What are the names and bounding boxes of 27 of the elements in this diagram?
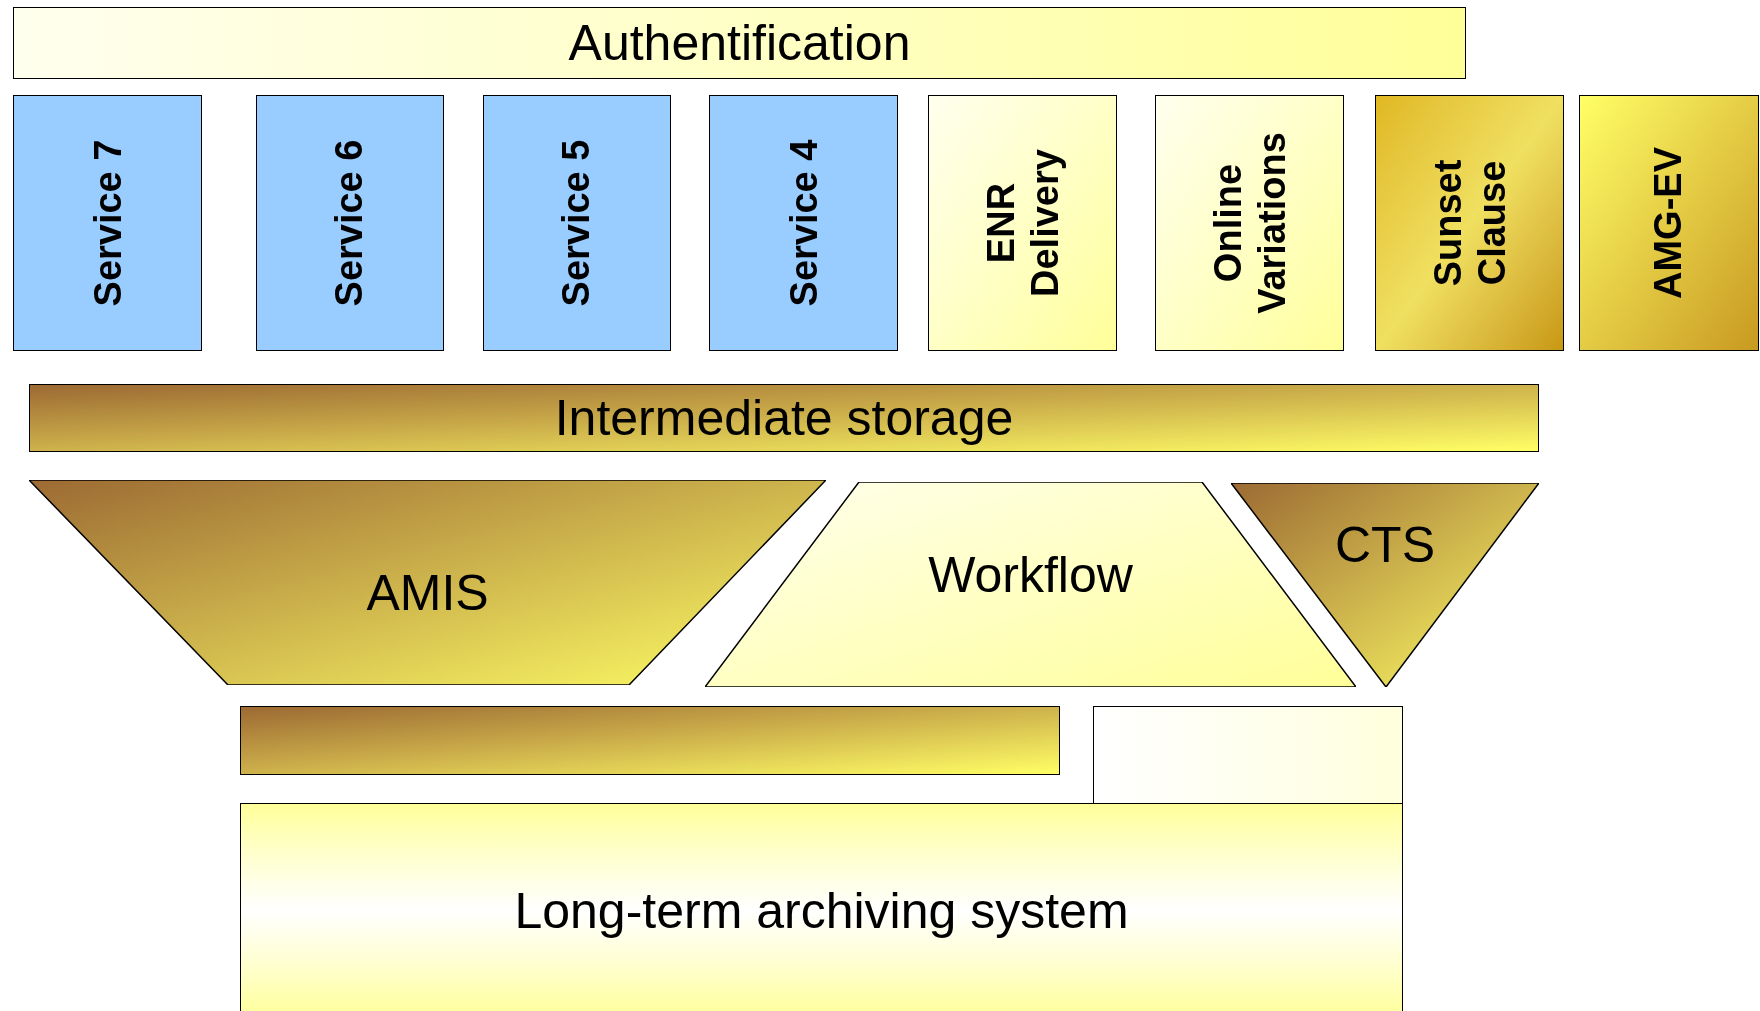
service-box (709, 95, 898, 351)
empty-box (1093, 706, 1403, 804)
node-label: AMG-EV (1647, 147, 1691, 299)
node-label: Long-term archiving system (514, 885, 1129, 936)
node-label: AMIS (366, 567, 489, 618)
node-label: ENR Delivery (978, 148, 1067, 299)
node-label: Online Variations (1205, 131, 1293, 316)
node-label: Workflow (928, 549, 1133, 600)
storage-bar (29, 384, 1539, 452)
service-box (483, 95, 671, 351)
node-label: CTS (1335, 520, 1435, 570)
service-box (13, 95, 202, 351)
connector-bar (240, 706, 1060, 775)
node-label: Service 7 (85, 139, 129, 307)
service-box (928, 95, 1117, 351)
archive-box (240, 803, 1403, 1011)
node-label: Service 6 (328, 139, 372, 307)
node-label: Intermediate storage (554, 393, 1014, 443)
service-box (1579, 95, 1759, 351)
service-box (1375, 95, 1564, 351)
node-label: Authentification (568, 18, 911, 68)
node-label: Service 5 (555, 139, 599, 307)
authentication-bar (13, 7, 1466, 79)
node-label: Sunset Clause (1425, 158, 1513, 289)
node-label: Service 4 (781, 139, 825, 307)
service-box (256, 95, 444, 351)
service-box (1155, 95, 1344, 351)
